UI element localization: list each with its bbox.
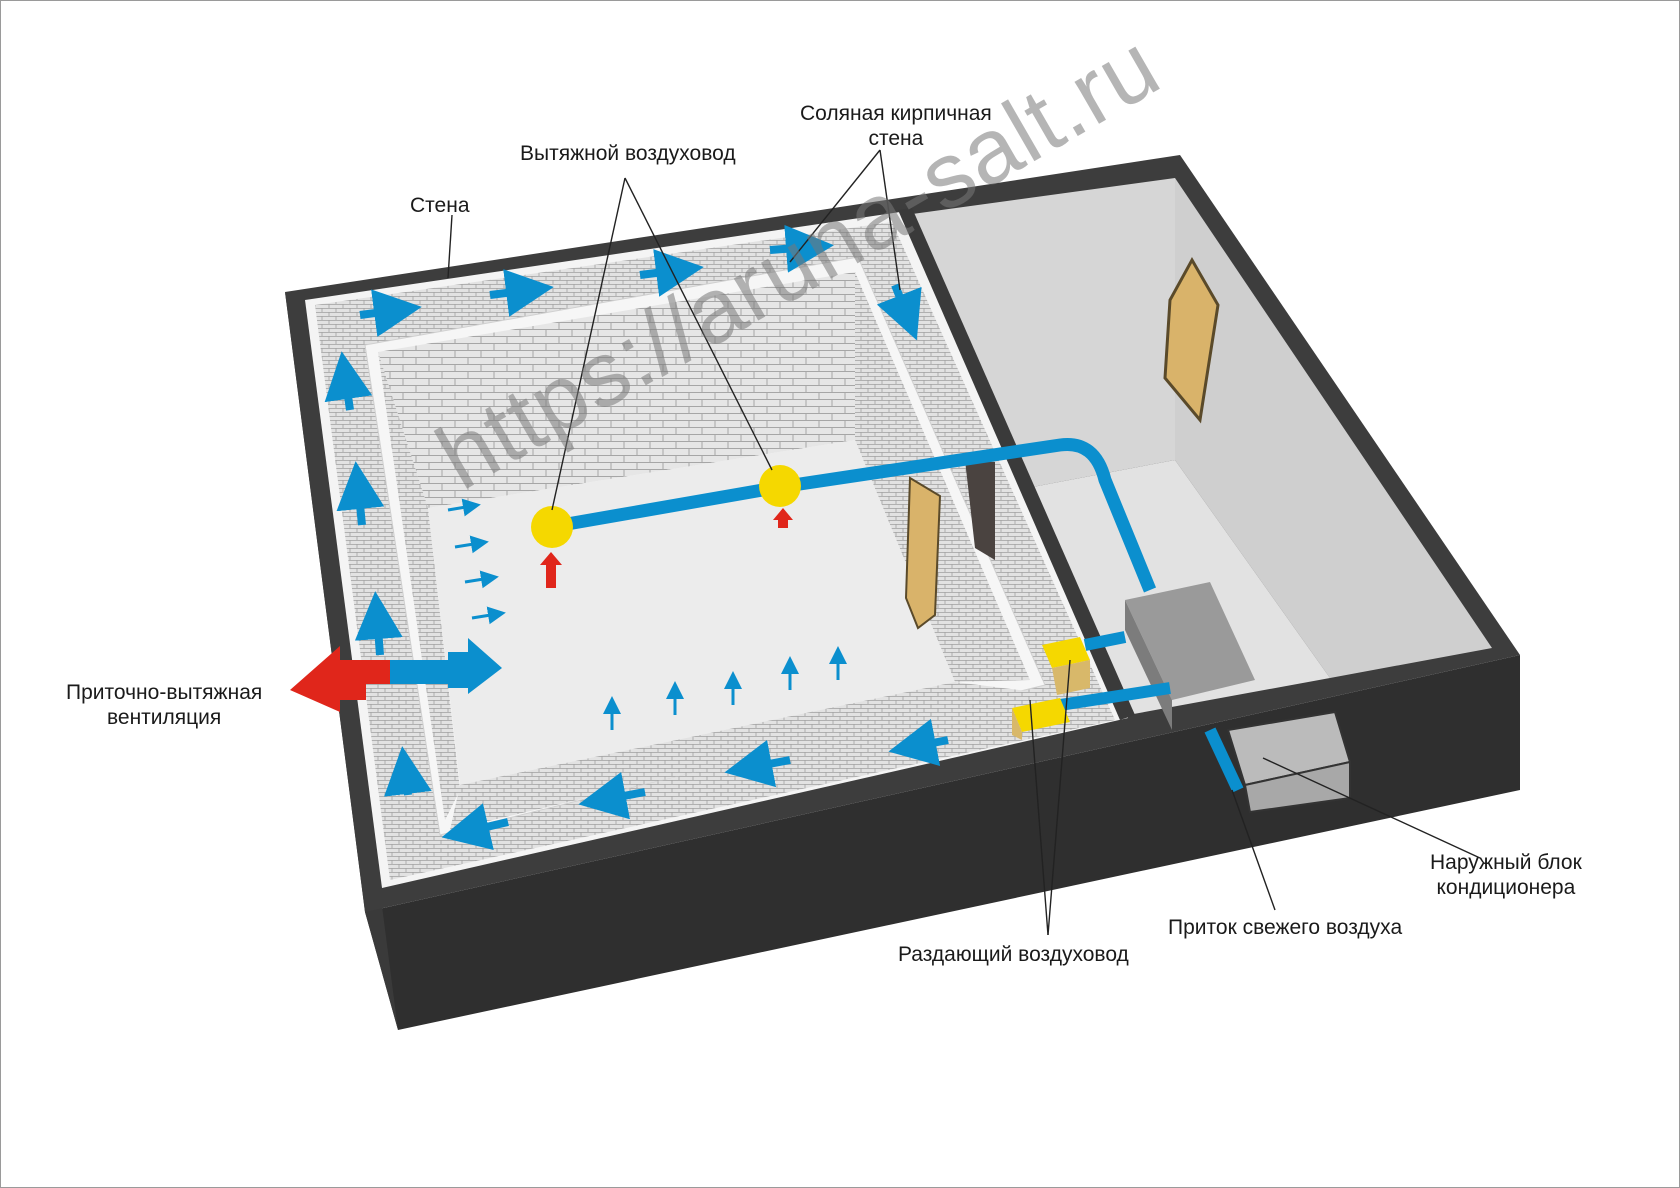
corridor-flow-arrows bbox=[324, 224, 949, 850]
partition-wall bbox=[898, 208, 1135, 720]
label-exhaust-duct: Вытяжной воздуховод bbox=[520, 141, 736, 166]
supply-duct-upper bbox=[1083, 631, 1127, 651]
supply-box-lower-side bbox=[1012, 708, 1022, 740]
leader-lines bbox=[447, 149, 1481, 936]
label-supply-duct-text: Раздающий воздуховод bbox=[898, 943, 1129, 966]
ventilation-duct-blue bbox=[390, 660, 450, 684]
salt-room-door bbox=[904, 476, 942, 630]
label-wall-text: Стена bbox=[410, 194, 470, 217]
supply-box-lower bbox=[1012, 698, 1070, 732]
label-ventilation: Приточно-вытяжная вентиляция bbox=[66, 680, 262, 730]
supply-box-upper-side bbox=[1052, 660, 1090, 695]
label-ventilation-line2: вентиляция bbox=[106, 706, 222, 729]
salt-room-left-wall bbox=[378, 352, 460, 820]
label-supply-duct: Раздающий воздуховод bbox=[898, 942, 1129, 967]
label-fresh-air: Приток свежего воздуха bbox=[1168, 915, 1402, 940]
fresh-air-duct bbox=[1204, 727, 1244, 793]
label-wall: Стена bbox=[410, 193, 470, 218]
building-front-face bbox=[365, 655, 1520, 1030]
label-outdoor-unit: Наружный блок кондиционера bbox=[1430, 850, 1582, 900]
right-room-right-wall bbox=[1175, 178, 1492, 678]
partition-opening bbox=[965, 460, 995, 560]
exhaust-red-arrows bbox=[540, 508, 793, 588]
ventilation-red-arrow bbox=[290, 646, 366, 712]
floor-flow-arrows bbox=[447, 498, 847, 730]
indoor-unit-side bbox=[1125, 600, 1172, 730]
exhaust-intake-right bbox=[759, 465, 801, 507]
exhaust-intake-left bbox=[531, 506, 573, 548]
salt-room-back-wall bbox=[378, 272, 855, 508]
right-room-door bbox=[1163, 256, 1220, 424]
label-fresh-air-text: Приток свежего воздуха bbox=[1168, 916, 1403, 939]
label-exhaust-duct-text: Вытяжной воздуховод bbox=[520, 142, 736, 165]
ventilation-blue-arrow bbox=[448, 638, 502, 694]
supply-duct-lower bbox=[1059, 682, 1171, 711]
label-outdoor-unit-line2: кондиционера bbox=[1436, 876, 1576, 899]
label-salt-wall: Соляная кирпичная стена bbox=[800, 101, 992, 151]
ventilation-duct-red bbox=[366, 660, 392, 684]
label-salt-wall-line1: Соляная кирпичная bbox=[800, 102, 992, 125]
label-salt-wall-line2: стена bbox=[868, 127, 924, 150]
exhaust-duct bbox=[548, 437, 1157, 593]
right-room-floor bbox=[990, 460, 1330, 715]
indoor-unit bbox=[1125, 582, 1255, 700]
supply-box-upper bbox=[1042, 637, 1090, 668]
salt-room-right-wall bbox=[855, 272, 1030, 682]
label-ventilation-line1: Приточно-вытяжная bbox=[66, 681, 263, 704]
label-outdoor-unit-line1: Наружный блок bbox=[1430, 851, 1582, 874]
